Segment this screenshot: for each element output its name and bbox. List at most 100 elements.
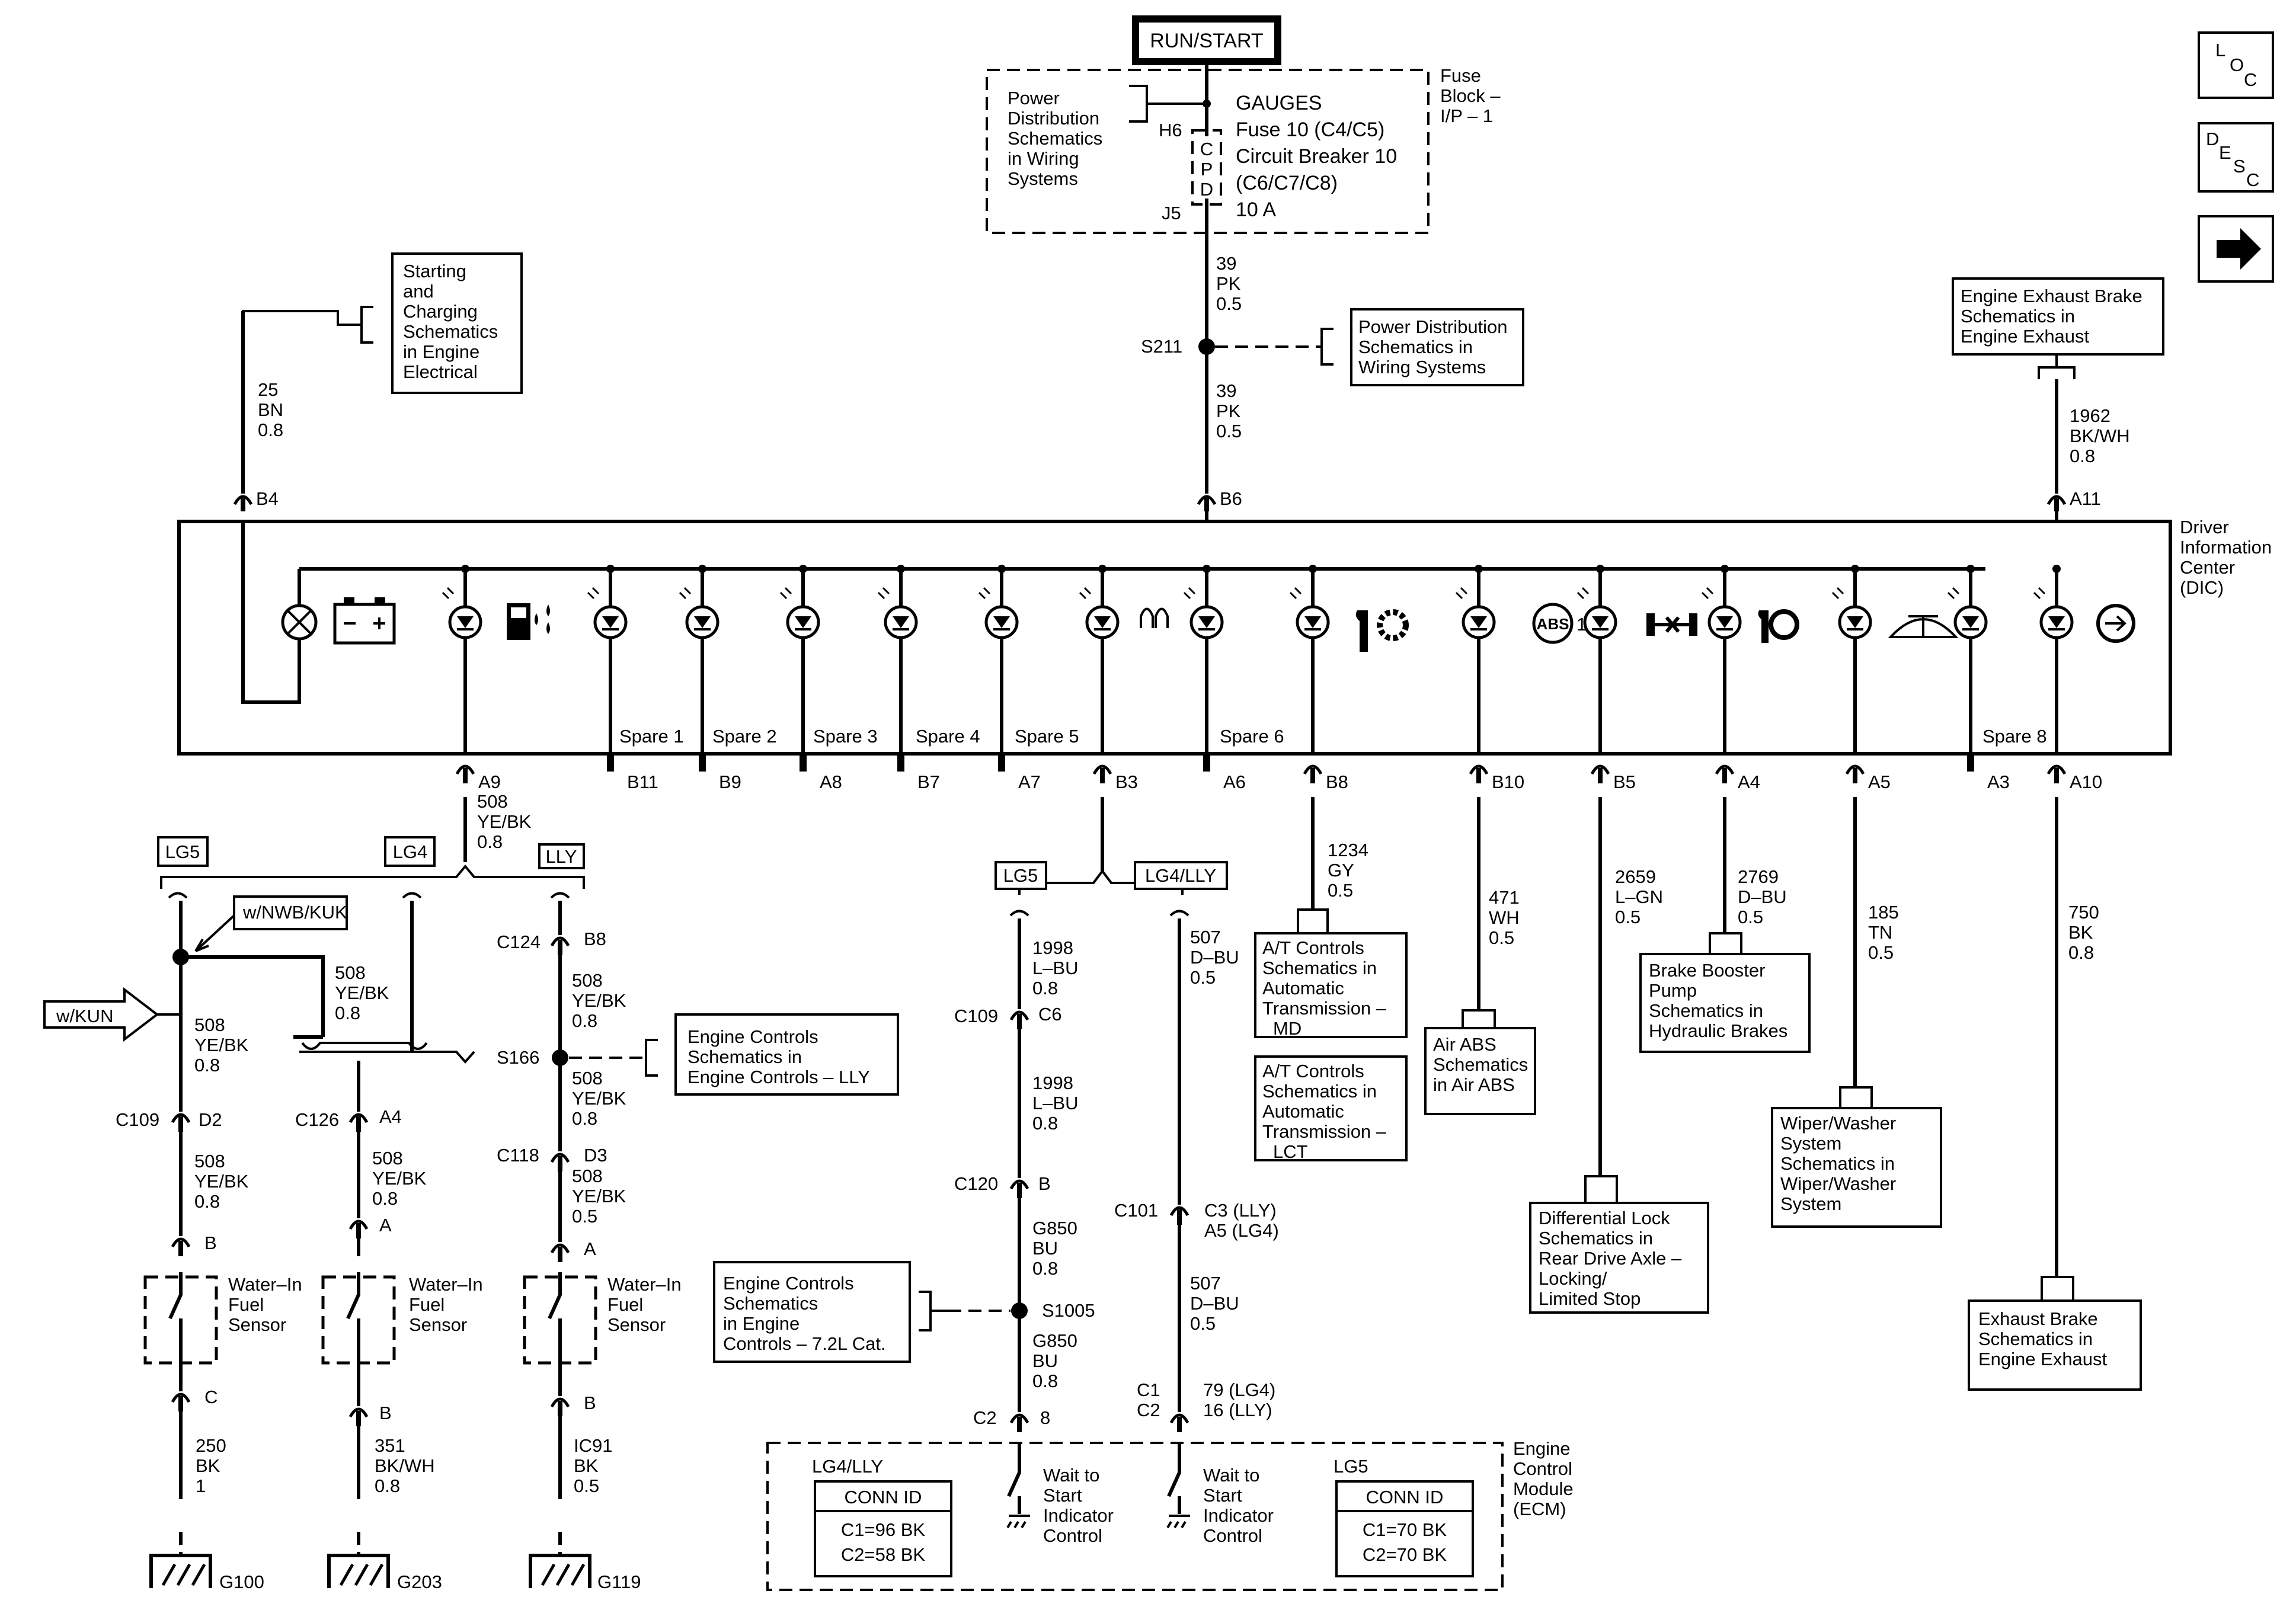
svg-text:C1=96 BK: C1=96 BK bbox=[841, 1519, 926, 1540]
svg-text:0.5: 0.5 bbox=[1216, 293, 1242, 314]
conn-d3-label: D3 bbox=[584, 1145, 607, 1166]
svg-text:750: 750 bbox=[2068, 902, 2099, 923]
svg-text:IC91: IC91 bbox=[574, 1435, 612, 1456]
svg-text:508: 508 bbox=[477, 791, 508, 812]
svg-text:Schematics: Schematics bbox=[723, 1293, 818, 1314]
svg-text:0.5: 0.5 bbox=[1615, 907, 1641, 927]
conn-b8-label: B8 bbox=[584, 929, 606, 949]
svg-text:Indicator: Indicator bbox=[1043, 1505, 1114, 1526]
pin-label-B9: B9 bbox=[719, 772, 741, 792]
svg-text:0.5: 0.5 bbox=[572, 1206, 597, 1227]
pin-h6: H6 bbox=[1159, 120, 1182, 140]
svg-text:C2=58 BK: C2=58 BK bbox=[841, 1544, 926, 1565]
connector-stub-A7 bbox=[998, 754, 1005, 772]
pin-label-A3: A3 bbox=[1987, 772, 2010, 792]
svg-text:Transmission –: Transmission – bbox=[1262, 998, 1387, 1019]
svg-text:0.8: 0.8 bbox=[335, 1003, 360, 1023]
svg-text:YE/BK: YE/BK bbox=[572, 1186, 626, 1206]
pin-label-A7: A7 bbox=[1018, 772, 1041, 792]
svg-text:Engine Exhaust: Engine Exhaust bbox=[1978, 1349, 2108, 1369]
wrench-gear-icon bbox=[1355, 609, 1409, 652]
power-distribution-ref-2: Power Distribution Schematics in Wiring … bbox=[1350, 308, 1524, 386]
engine-tag-lg4 bbox=[384, 836, 436, 867]
svg-text:Wait to: Wait to bbox=[1043, 1465, 1099, 1486]
glow-plug-icon bbox=[1140, 607, 1169, 628]
conn-c120-label: C120 bbox=[954, 1173, 998, 1194]
svg-text:39: 39 bbox=[1216, 253, 1236, 274]
svg-text:GAUGES: GAUGES bbox=[1236, 92, 1322, 114]
svg-text:1: 1 bbox=[196, 1475, 206, 1496]
svg-text:Fuel: Fuel bbox=[607, 1294, 643, 1315]
svg-text:0.5: 0.5 bbox=[1190, 967, 1216, 988]
brake-booster-ref: Brake Booster Pump Schematics in Hydraul… bbox=[1639, 953, 1811, 1053]
dic-label: Driver Information Center (DIC) bbox=[2180, 517, 2272, 598]
connector-col1-c bbox=[171, 1391, 191, 1411]
conn-c118-label: C118 bbox=[497, 1145, 539, 1166]
svg-text:YE/BK: YE/BK bbox=[572, 990, 626, 1011]
at-controls-lct-ref: A/T Controls Schematics in Automatic Tra… bbox=[1254, 1055, 1408, 1162]
conn-c6-label: C6 bbox=[1038, 1004, 1062, 1025]
fuse-block-label: Fuse Block – I/P – 1 bbox=[1440, 65, 1501, 126]
desc-button[interactable]: D E S C bbox=[2198, 122, 2274, 193]
wire-351: 351 BK/WH 0.8 bbox=[375, 1435, 435, 1496]
connector-B8 bbox=[1303, 763, 1323, 783]
svg-text:185: 185 bbox=[1868, 902, 1899, 923]
svg-text:0.8: 0.8 bbox=[194, 1055, 220, 1076]
svg-text:PK: PK bbox=[1216, 273, 1241, 294]
led-8 bbox=[1183, 565, 1224, 753]
led-7 bbox=[1079, 565, 1120, 753]
svg-text:2659: 2659 bbox=[1615, 866, 1656, 887]
svg-text:P: P bbox=[1201, 159, 1213, 180]
wire-1962: 1962 BK/WH 0.8 bbox=[2070, 405, 2130, 466]
pin-a-col3: A bbox=[584, 1238, 596, 1259]
water-in-fuel-icon bbox=[507, 603, 550, 640]
led-10 bbox=[1455, 565, 1496, 753]
svg-text:Engine Controls – LLY: Engine Controls – LLY bbox=[687, 1067, 870, 1087]
pin-label-B5: B5 bbox=[1613, 772, 1636, 792]
pin-label-A8: A8 bbox=[820, 772, 842, 792]
svg-text:G850: G850 bbox=[1032, 1330, 1077, 1351]
svg-text:Electrical: Electrical bbox=[403, 361, 478, 382]
connector-B10 bbox=[1469, 763, 1489, 783]
svg-text:0.8: 0.8 bbox=[2068, 942, 2094, 963]
loc-button[interactable]: L O C bbox=[2198, 31, 2274, 99]
svg-text:Automatic: Automatic bbox=[1262, 978, 1344, 998]
svg-text:YE/BK: YE/BK bbox=[335, 982, 389, 1003]
svg-text:System: System bbox=[1780, 1133, 1841, 1154]
svg-text:Controls – 7.2L Cat.: Controls – 7.2L Cat. bbox=[723, 1333, 886, 1354]
svg-text:Hydraulic Brakes: Hydraulic Brakes bbox=[1649, 1020, 1787, 1041]
option-nwb-label: w/NWB/KUK bbox=[242, 902, 347, 923]
svg-text:Differential Lock: Differential Lock bbox=[1539, 1208, 1670, 1228]
run-start-label: RUN/START bbox=[1150, 30, 1263, 52]
svg-text:in Air ABS: in Air ABS bbox=[1433, 1074, 1515, 1095]
svg-text:508: 508 bbox=[572, 970, 603, 991]
wire-507-a: 507 D–BU 0.5 bbox=[1190, 927, 1239, 988]
svg-text:Spare 5: Spare 5 bbox=[1015, 726, 1079, 747]
conn-c2-mid: C2 bbox=[973, 1407, 997, 1428]
svg-text:Charging: Charging bbox=[403, 301, 478, 322]
svg-text:Block –: Block – bbox=[1440, 85, 1501, 106]
pin-b-col2: B bbox=[379, 1403, 392, 1423]
svg-text:0.5: 0.5 bbox=[1868, 942, 1894, 963]
pin-label-A9: A9 bbox=[478, 772, 501, 792]
svg-text:Engine: Engine bbox=[1513, 1438, 1571, 1459]
wire-2659: 2659 L–GN 0.5 bbox=[1615, 866, 1663, 927]
wire-39-lower: 39 PK 0.5 bbox=[1216, 380, 1242, 441]
cpd-box bbox=[1191, 129, 1222, 206]
wait-to-start-control-2: Wait to Start Indicator Control bbox=[1166, 1443, 1274, 1546]
next-button[interactable] bbox=[2198, 215, 2274, 283]
pin-c-col1: C bbox=[204, 1387, 218, 1407]
svg-text:0.8: 0.8 bbox=[375, 1475, 400, 1496]
svg-text:PK: PK bbox=[1216, 401, 1241, 421]
connector-A5 bbox=[1845, 763, 1865, 783]
pin-label-A10: A10 bbox=[2070, 772, 2102, 792]
svg-text:Control: Control bbox=[1513, 1458, 1572, 1479]
svg-text:GY: GY bbox=[1328, 860, 1354, 881]
connector-c124-b8 bbox=[550, 935, 570, 955]
svg-text:YE/BK: YE/BK bbox=[194, 1171, 249, 1192]
ecm-lg5-label: LG5 bbox=[1334, 1456, 1368, 1477]
cpd-label: C P D bbox=[1200, 139, 1213, 200]
engine-lg5-mid-label: LG5 bbox=[1003, 865, 1038, 886]
svg-text:Schematics in: Schematics in bbox=[1978, 1329, 2093, 1349]
conn-a5-lg4: A5 (LG4) bbox=[1204, 1220, 1279, 1241]
